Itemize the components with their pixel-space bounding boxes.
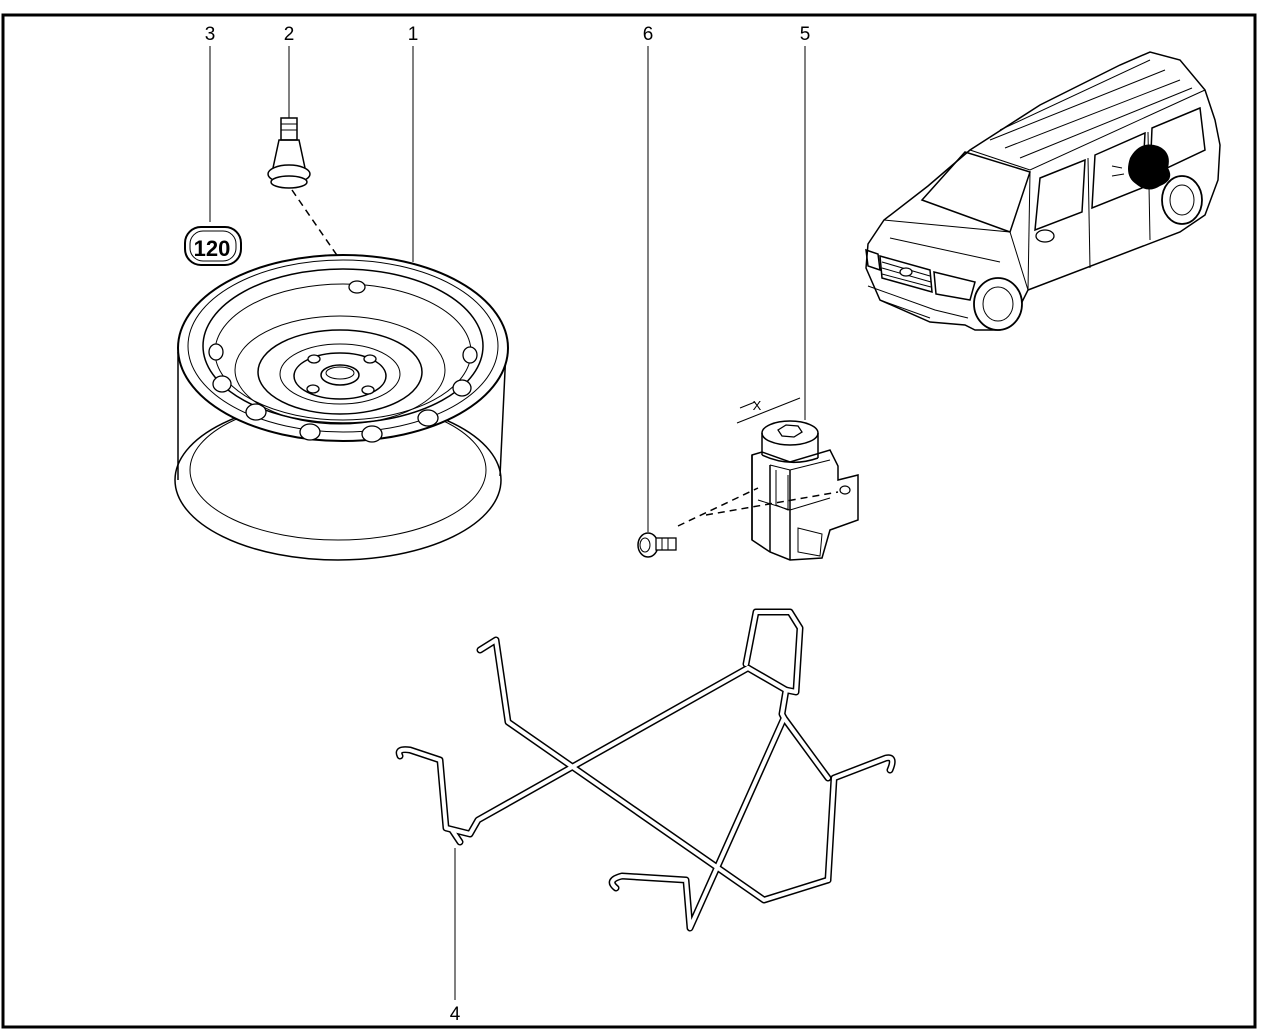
diagram-frame	[1, 13, 1257, 1029]
callout-2-label: 2	[284, 24, 295, 45]
callout-2: 2	[284, 24, 295, 118]
valve-part	[267, 117, 355, 281]
location-marker-icon	[1128, 144, 1171, 190]
callout-3: 3	[205, 24, 216, 222]
callout-1-label: 1	[408, 24, 419, 45]
wheel-vent-holes	[208, 343, 478, 443]
callout-1: 1	[408, 24, 419, 262]
vehicle-locator-illustration	[865, 51, 1221, 331]
wheel-stud-holes	[306, 354, 377, 395]
pressure-label-part: 120	[184, 226, 242, 266]
callout-4-label: 4	[450, 1004, 461, 1025]
pressure-tag-text: 120	[194, 236, 231, 261]
wire-frame-part	[395, 608, 896, 932]
bolt-part	[637, 487, 839, 558]
callout-4: 4	[450, 848, 461, 1025]
jack-holder-part: X	[736, 397, 859, 561]
callout-6-label: 6	[643, 24, 654, 45]
dimension-x-label: X	[753, 398, 762, 413]
callout-5-label: 5	[800, 24, 811, 45]
steel-wheel-part	[174, 254, 509, 561]
callout-3-label: 3	[205, 24, 216, 45]
callout-5: 5	[800, 24, 811, 420]
callout-6: 6	[643, 24, 654, 532]
